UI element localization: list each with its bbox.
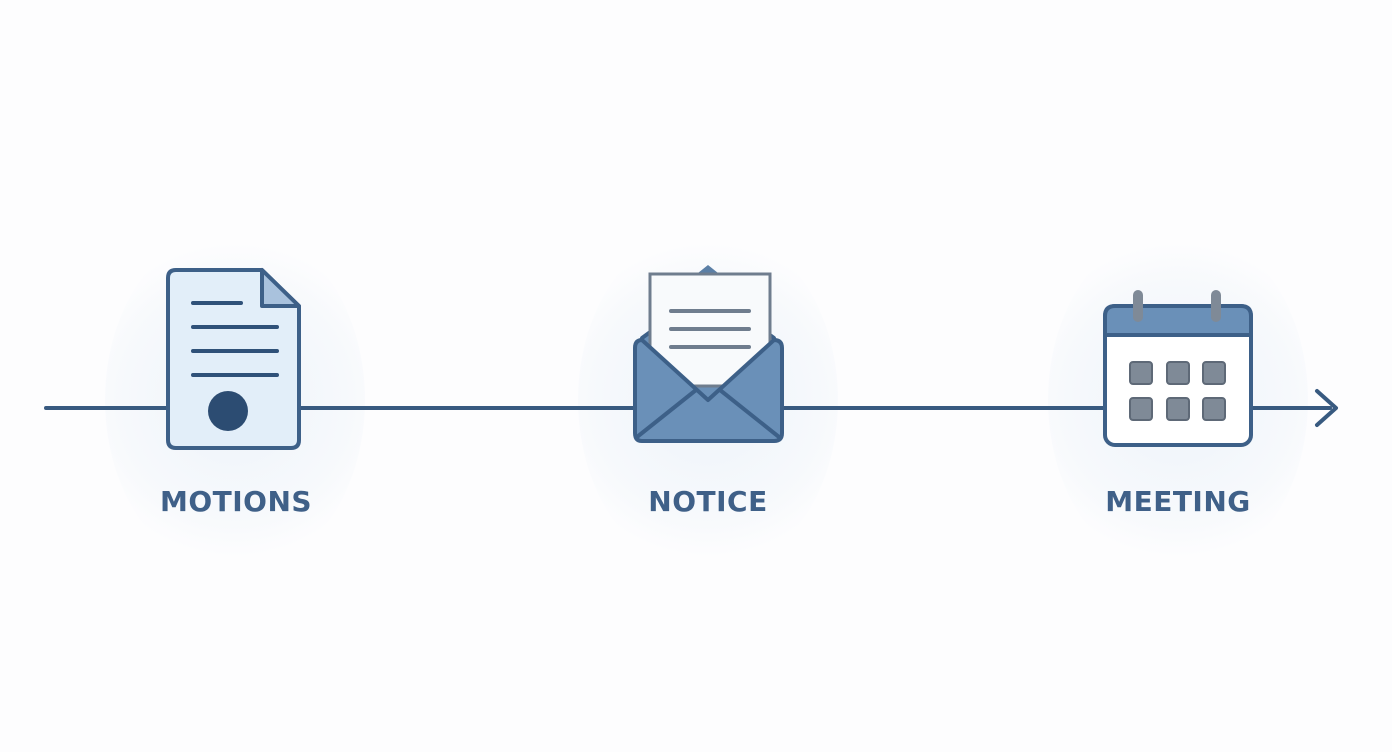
stage-label-motions: MOTIONS: [159, 485, 313, 518]
calendar-icon: [1103, 290, 1253, 447]
timeline-arrowhead: [1315, 389, 1338, 427]
document-icon: [166, 268, 301, 450]
stage-label-meeting: MEETING: [1105, 485, 1251, 518]
stage-label-notice: NOTICE: [648, 485, 768, 518]
envelope-icon: [633, 265, 784, 443]
